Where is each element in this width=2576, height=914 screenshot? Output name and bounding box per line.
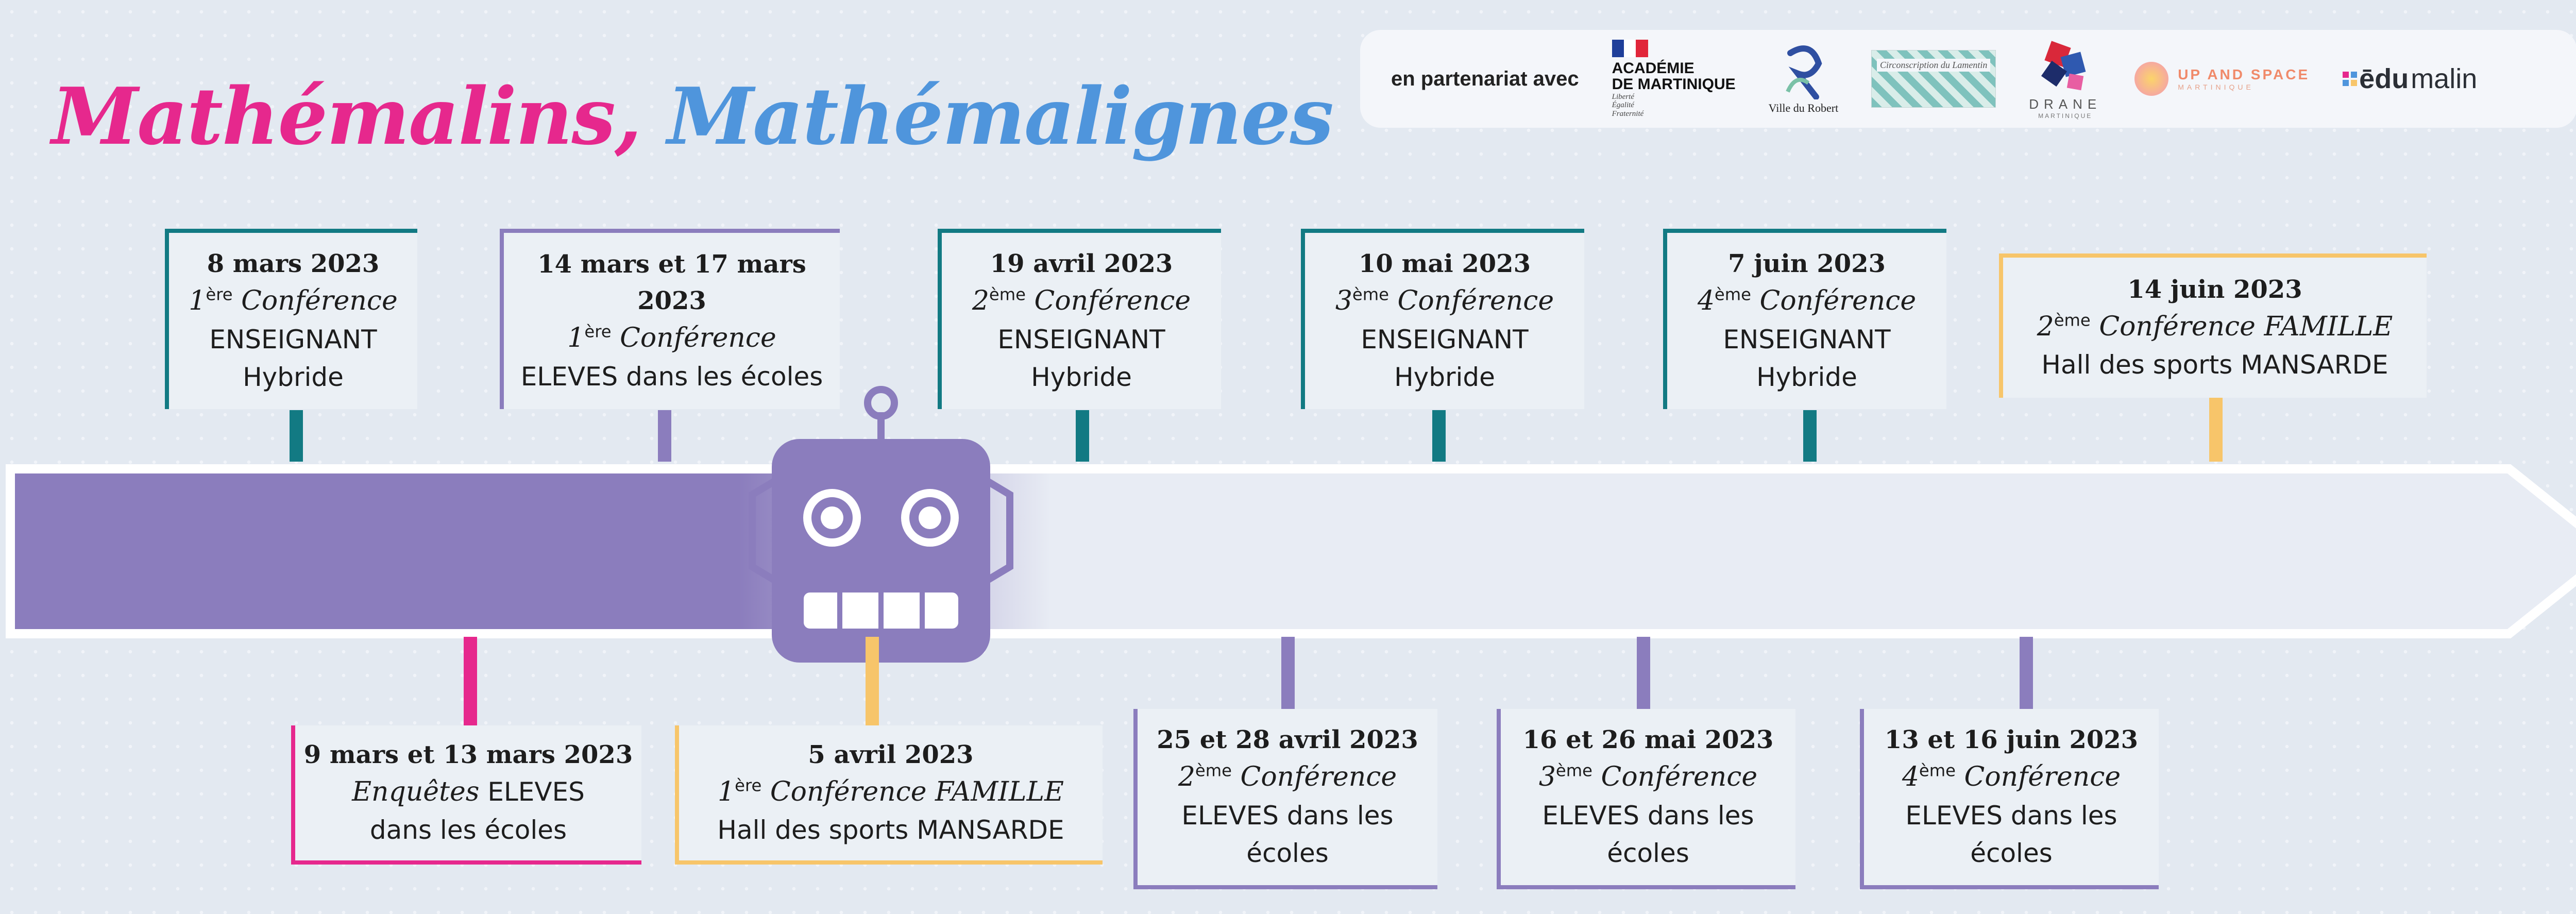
event-top-3: 19 avril 2023 2ème Conférence ENSEIGNANT… (938, 229, 1221, 409)
event-conference: Enquêtes ELEVES (352, 776, 585, 807)
event-conference: 1ère Conférence (189, 284, 398, 317)
event-date: 14 juin 2023 (2127, 275, 2302, 304)
event-conference: 3ème Conférence (1335, 284, 1554, 317)
event-top-4-connector (1432, 410, 1446, 462)
timeline-arrow-shape (6, 464, 2576, 638)
event-date-year: 2023 (637, 286, 706, 315)
event-audience: ELEVES dans les (1542, 800, 1754, 831)
event-mode: Hybride (1756, 362, 1857, 392)
up-and-space-sub: MARTINIQUE (2178, 83, 2254, 91)
event-top-6-connector (2209, 398, 2223, 462)
event-date: 7 juin 2023 (1728, 249, 1886, 278)
event-audience: ENSEIGNANT (209, 324, 377, 354)
event-conference: 2ème Conférence FAMILLE (2037, 310, 2393, 342)
drane-logo: DRANE MARTINIQUE (2029, 39, 2102, 120)
partners-label: en partenariat avec (1391, 67, 1579, 90)
event-top-1: 8 mars 2023 1ère Conférence ENSEIGNANT H… (165, 229, 417, 409)
event-audience: ELEVES dans les (1181, 800, 1394, 831)
event-mode: Hybride (243, 362, 344, 392)
event-audience: dans les écoles (369, 815, 567, 845)
event-date: 8 mars 2023 (207, 249, 380, 278)
event-bottom-5: 13 et 16 juin 2023 4ème Conférence ELEVE… (1860, 709, 2159, 889)
event-bottom-2: 5 avril 2023 1ère Conférence FAMILLE Hal… (675, 725, 1103, 865)
event-conference: 4ème Conférence (1902, 760, 2121, 793)
event-top-2: 14 mars et 17 mars 2023 1ère Conférence … (500, 229, 840, 409)
event-mode: Hybride (1394, 362, 1495, 392)
event-bottom-2-connector (866, 637, 879, 725)
edumalin-squares-icon (2343, 72, 2358, 86)
event-mode: Hybride (1031, 362, 1132, 392)
event-audience-2: écoles (1607, 838, 1689, 868)
title-part-2: Mathémalignes (667, 70, 1334, 162)
title-separator: , (615, 70, 642, 162)
event-audience: ELEVES dans les (1905, 800, 2117, 831)
circonscription-logo: Circonscription du Lamentin (1871, 50, 1996, 108)
robot-icon (749, 386, 1013, 663)
title-part-1: Mathémalins (52, 70, 616, 162)
event-conference: 1ère Conférence FAMILLE (718, 775, 1064, 807)
circonscription-caption: Circonscription du Lamentin (1877, 59, 1991, 72)
edumalin-part-2: malin (2411, 63, 2478, 94)
event-date: 9 mars et 13 mars 2023 (303, 740, 633, 769)
event-bottom-4-connector (1637, 637, 1650, 709)
event-audience: ENSEIGNANT (1361, 324, 1529, 354)
event-top-5: 7 juin 2023 4ème Conférence ENSEIGNANT H… (1663, 229, 1946, 409)
french-flag-icon (1612, 39, 1648, 57)
event-top-1-connector (290, 410, 303, 462)
event-audience: ELEVES dans les écoles (520, 361, 823, 392)
event-date: 19 avril 2023 (990, 249, 1173, 278)
event-top-3-connector (1076, 410, 1089, 462)
drane-emblem-icon (2041, 40, 2086, 90)
event-audience-2: écoles (1246, 838, 1329, 868)
event-bottom-4: 16 et 26 mai 2023 3ème Conférence ELEVES… (1497, 709, 1795, 889)
timeline-arrow (6, 464, 2576, 638)
event-bottom-1: 9 mars et 13 mars 2023 Enquêtes ELEVES d… (291, 725, 641, 865)
event-bottom-3-connector (1281, 637, 1295, 709)
event-audience: ENSEIGNANT (1723, 324, 1891, 354)
event-date: 13 et 16 juin 2023 (1884, 725, 2139, 754)
drane-sub: MARTINIQUE (2038, 112, 2093, 120)
ville-du-robert-caption: Ville du Robert (1768, 101, 1839, 114)
event-conference: 2ème Conférence (972, 284, 1191, 317)
event-date: 25 et 28 avril 2023 (1157, 725, 1418, 754)
event-audience: ENSEIGNANT (997, 324, 1165, 354)
event-conference: 4ème Conférence (1697, 284, 1917, 317)
event-bottom-1-connector (464, 637, 477, 725)
event-location: Hall des sports MANSARDE (717, 815, 1064, 845)
up-and-space-name: UP AND SPACE (2178, 66, 2310, 82)
event-date: 10 mai 2023 (1359, 249, 1531, 278)
up-and-space-logo: UP AND SPACE MARTINIQUE (2134, 62, 2310, 96)
event-top-4: 10 mai 2023 3ème Conférence ENSEIGNANT H… (1301, 229, 1584, 409)
up-and-space-circle-icon (2134, 62, 2169, 96)
event-top-2-connector (658, 410, 671, 462)
event-conference: 2ème Conférence (1178, 760, 1397, 793)
event-date: 5 avril 2023 (808, 740, 974, 769)
edumalin-part-1: ēdu (2359, 63, 2409, 94)
event-conference: 1ère Conférence (567, 321, 776, 353)
page-title: Mathémalins, Mathémalignes (52, 77, 1334, 156)
event-top-6: 14 juin 2023 2ème Conférence FAMILLE Hal… (1999, 253, 2427, 398)
event-date: 14 mars et 17 mars (537, 250, 806, 279)
event-date: 16 et 26 mai 2023 (1522, 725, 1774, 754)
event-top-5-connector (1803, 410, 1817, 462)
event-bottom-3: 25 et 28 avril 2023 2ème Conférence ELEV… (1133, 709, 1437, 889)
drane-name: DRANE (2029, 96, 2102, 112)
event-audience-2: écoles (1970, 838, 2053, 868)
event-conference: 3ème Conférence (1538, 760, 1758, 793)
robert-emblem-icon (1786, 45, 1822, 99)
ville-du-robert-logo: Ville du Robert (1768, 43, 1839, 115)
event-bottom-5-connector (2020, 637, 2033, 709)
event-location: Hall des sports MANSARDE (2041, 350, 2388, 380)
